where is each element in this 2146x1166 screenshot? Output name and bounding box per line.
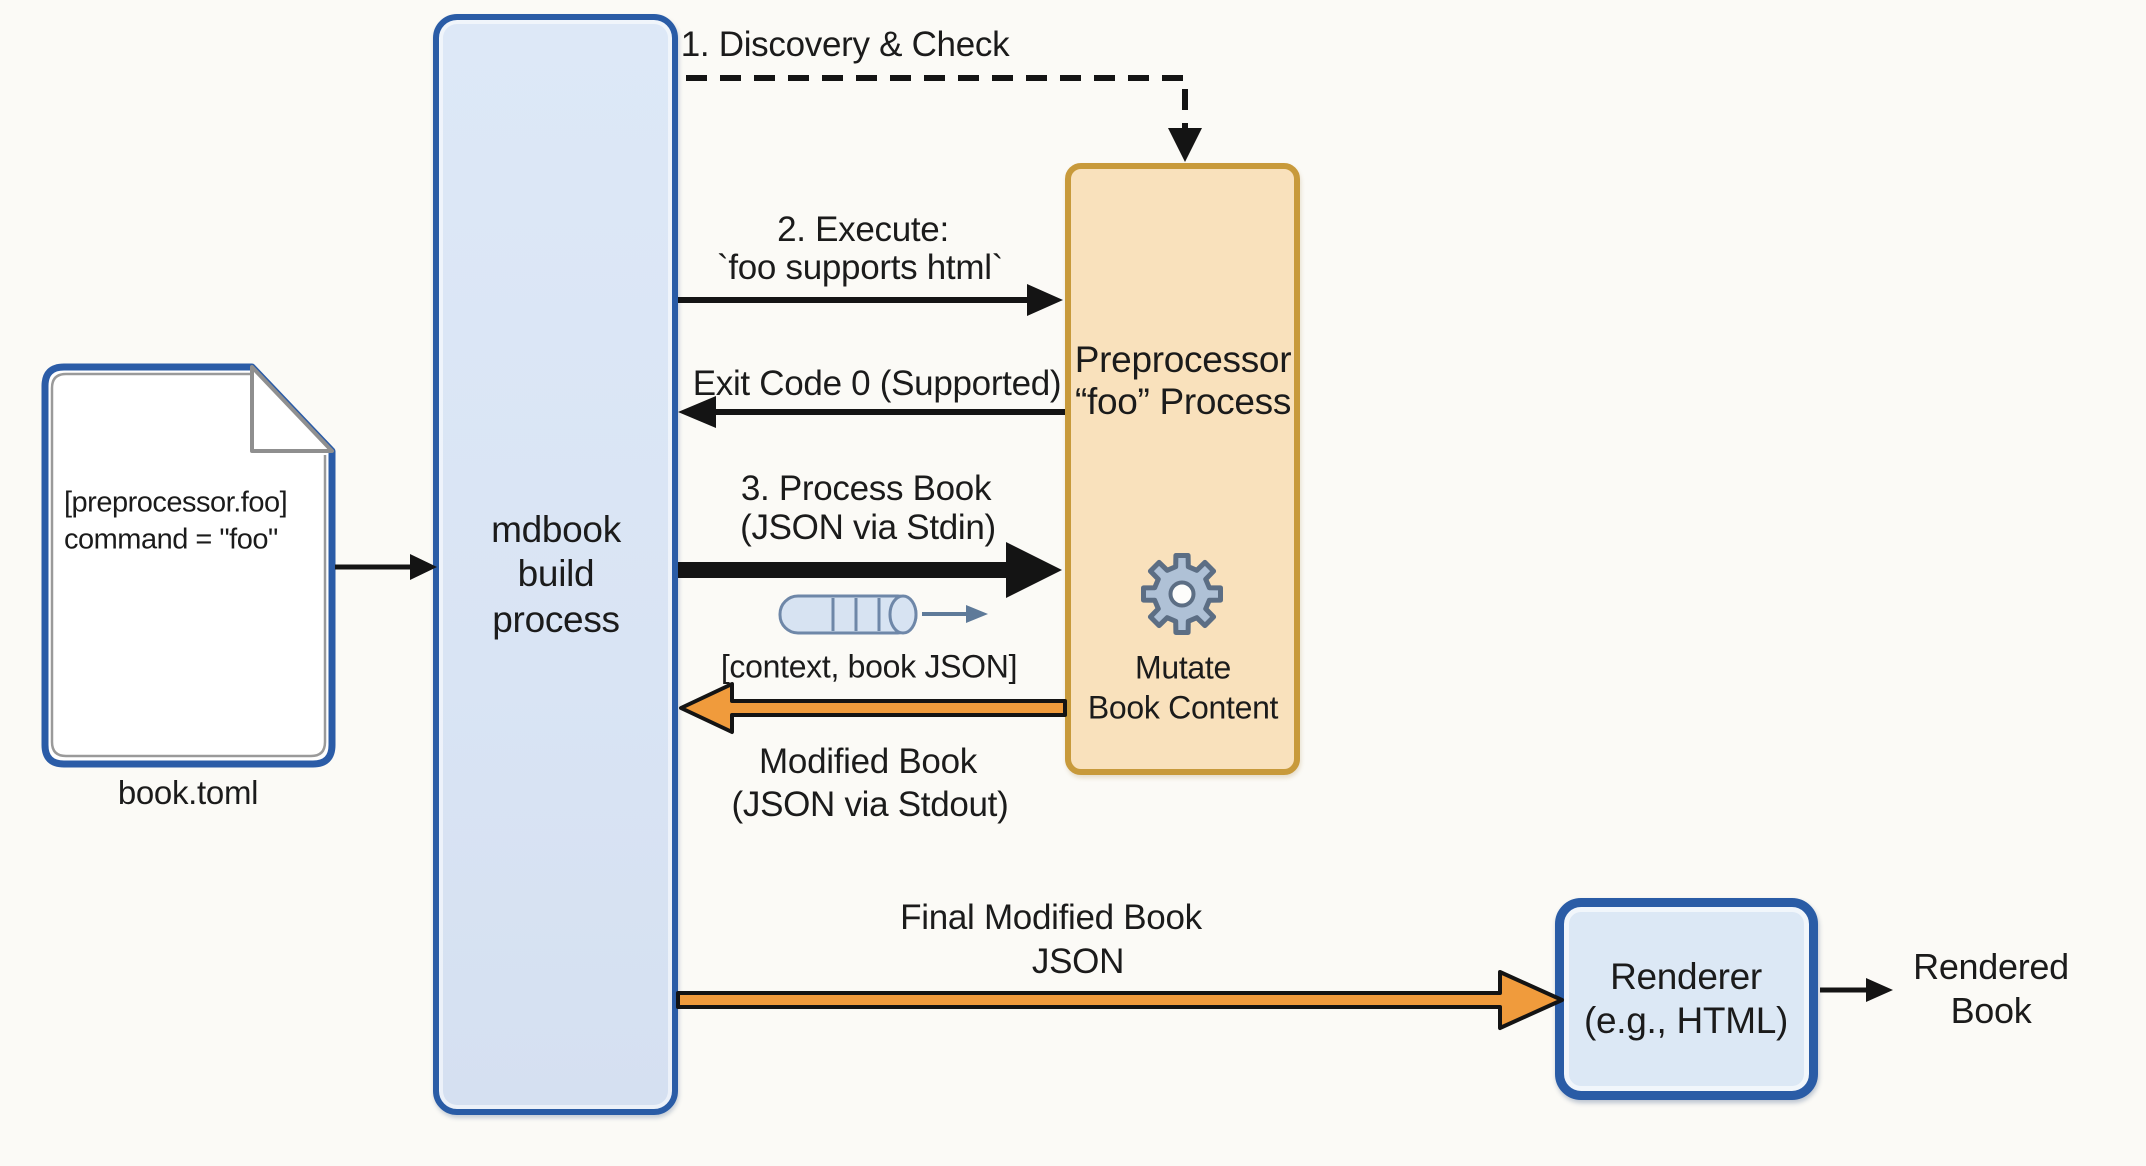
preprocessor-box-title-line-1: Preprocessor	[1074, 339, 1292, 380]
config-to-mdbook-arrow	[335, 554, 437, 580]
mutate-label-line-1: Mutate	[1134, 649, 1232, 686]
final-book-label-line-2: JSON	[1031, 942, 1125, 981]
stdin-pipe-icon	[778, 594, 988, 635]
renderer-box-label-line-1: Renderer	[1610, 956, 1762, 997]
mutate-label-line-2: Book Content	[1087, 689, 1279, 726]
mdbook-box-label-line-3: process	[492, 599, 620, 640]
preprocessor-foo-process-box	[1065, 163, 1300, 775]
book-toml-code-line-2: command = "foo"	[64, 523, 278, 556]
renderer-box-label-line-2: (e.g., HTML)	[1583, 1000, 1789, 1041]
execute-arrow	[678, 284, 1063, 316]
process-book-label-line-2: (JSON via Stdin)	[740, 508, 996, 547]
execute-label-line-1: 2. Execute:	[777, 210, 949, 249]
document-icon	[41, 363, 336, 768]
execute-label-line-2: `foo supports html`	[716, 248, 1004, 287]
stdin-payload-label: [context, book JSON]	[720, 648, 1018, 685]
process-book-label-line-1: 3. Process Book	[740, 469, 992, 508]
book-toml-code-line-1: [preprocessor.foo]	[64, 486, 288, 519]
rendered-book-label-line-2: Book	[1950, 990, 2032, 1031]
mdbook-box-label-line-2: build	[517, 553, 595, 594]
rendered-book-arrow	[1820, 978, 1893, 1002]
modified-book-arrow	[679, 682, 1067, 734]
renderer-box	[1555, 898, 1818, 1100]
modified-book-label-line-1: Modified Book	[759, 742, 977, 781]
preprocessor-box-title-line-2: “foo” Process	[1074, 381, 1292, 422]
mdbook-box-label-line-1: mdbook	[491, 509, 621, 550]
exit-code-label: Exit Code 0 (Supported)	[692, 364, 1062, 403]
discovery-dashed-arrow	[686, 75, 1202, 162]
modified-book-label-line-2: (JSON via Stdout)	[731, 785, 1009, 824]
rendered-book-label-line-1: Rendered	[1913, 946, 2069, 987]
process-book-arrow	[678, 542, 1062, 598]
discovery-label: 1. Discovery & Check	[680, 25, 1010, 64]
final-book-label-line-1: Final Modified Book	[900, 898, 1202, 937]
book-toml-filename: book.toml	[117, 774, 259, 811]
